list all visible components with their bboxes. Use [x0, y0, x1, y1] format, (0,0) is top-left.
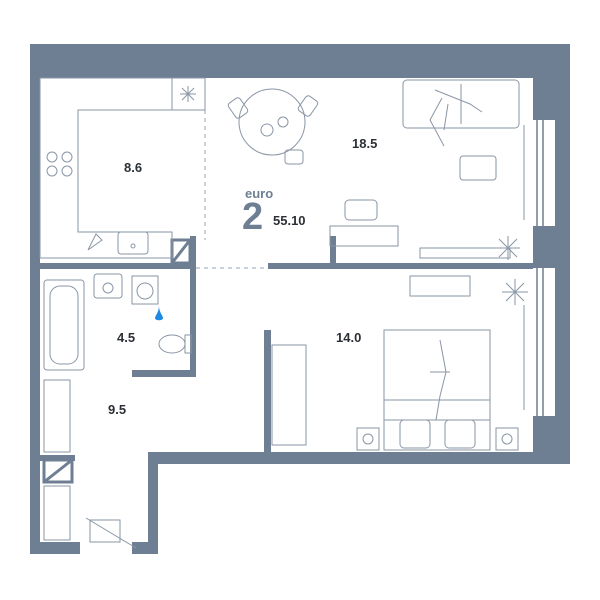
utility-shaft — [42, 238, 192, 484]
toilet-icon — [158, 334, 192, 354]
kitchen-area: 8.6 — [124, 160, 143, 175]
windows — [536, 120, 544, 416]
total-area: 55.10 — [273, 213, 306, 228]
nightstand-icon — [356, 427, 519, 451]
sofa-icon — [402, 79, 520, 181]
tv-stand-icon — [409, 275, 471, 297]
washbasin-icon — [93, 273, 123, 299]
sink-icon — [87, 231, 149, 255]
zone-divider — [196, 78, 268, 269]
washing-machine-icon — [131, 275, 159, 305]
desk-icon — [329, 199, 511, 259]
plan-type-label: euro — [245, 186, 274, 201]
bed-icon — [383, 329, 491, 451]
kitchen-counter — [39, 77, 206, 259]
rooms-count: 2 — [242, 196, 264, 238]
water-drop-icon — [155, 306, 163, 321]
plant-icon — [496, 236, 528, 305]
bathtub-icon — [43, 279, 85, 371]
bedroom-area: 14.0 — [336, 330, 362, 345]
walls — [30, 44, 570, 554]
dining-table-icon — [227, 88, 319, 165]
wardrobe-icon — [43, 344, 307, 549]
living-area: 18.5 — [352, 136, 378, 151]
snowflake-icon — [180, 86, 196, 102]
hall-area: 9.5 — [108, 402, 127, 417]
stove-icon — [46, 151, 73, 177]
bathroom-area: 4.5 — [117, 330, 136, 345]
